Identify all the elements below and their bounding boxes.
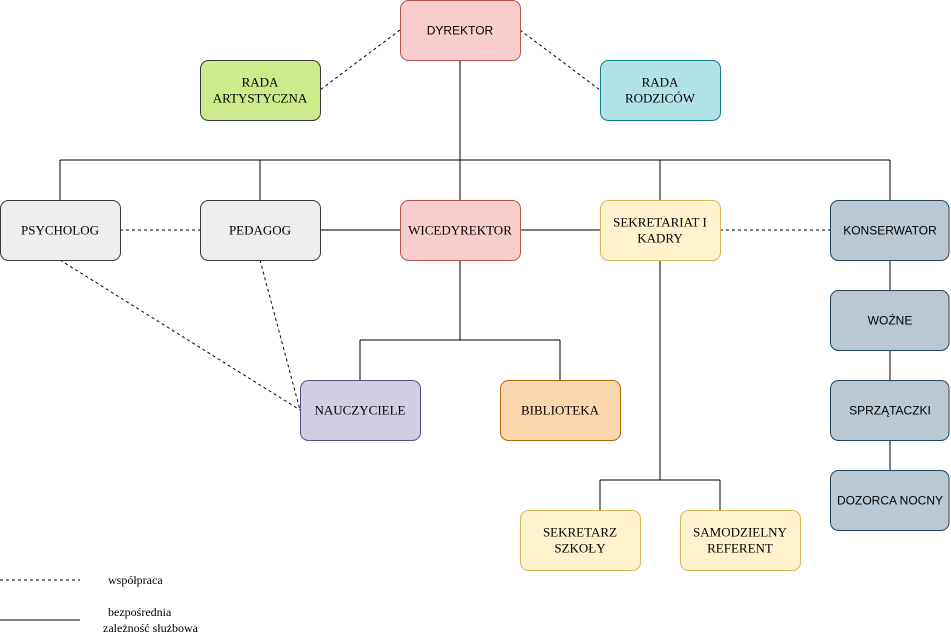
node-dyrektor[interactable]: DYREKTOR: [400, 0, 521, 61]
node-box: [830, 470, 950, 531]
node-box: [200, 60, 321, 121]
node-box: [830, 200, 950, 261]
node-label-line-2: RODZICÓW: [625, 91, 696, 106]
node-box: [200, 200, 321, 261]
node-label-line-2: REFERENT: [707, 541, 773, 556]
node-pedagog[interactable]: PEDAGOG: [200, 200, 321, 261]
edge-dyrektor-rada-rodz: [519, 29, 601, 91]
node-label-line-1: PSYCHOLOG: [21, 223, 99, 238]
edge-wicedyrektor-children: [359, 260, 561, 380]
node-box: [520, 510, 641, 571]
legend: współpraca bezpośrednia zależność służbo…: [0, 573, 199, 635]
node-label-line-2: SZKOŁY: [554, 541, 606, 556]
node-wozne[interactable]: WOŹNE: [830, 290, 950, 351]
edge-dyrektor-rada-art: [319, 29, 401, 91]
node-label-line-1: SEKRETARIAT I: [613, 215, 707, 230]
node-box: [600, 60, 721, 121]
node-label-line-1: SAMODZIELNY: [693, 525, 787, 540]
node-box: [400, 0, 521, 61]
node-label-line-1: DOZORCA NOCNY: [837, 494, 943, 508]
node-box: [600, 200, 721, 261]
node-box: [830, 290, 950, 351]
node-label-line-1: RADA: [242, 75, 279, 90]
edge-psycholog-nauczyciele: [59, 259, 301, 411]
node-dozorca-nocny[interactable]: DOZORCA NOCNY: [830, 470, 950, 531]
node-wicedyrektor[interactable]: WICEDYREKTOR: [400, 200, 521, 261]
edge-pedagog-nauczyciele: [259, 259, 301, 411]
node-psycholog[interactable]: PSYCHOLOG: [0, 200, 121, 261]
node-label-line-1: PEDAGOG: [229, 223, 291, 238]
node-label-line-1: SPRZĄTACZKI: [849, 404, 931, 418]
connectors: [59, 29, 891, 510]
node-label-line-1: DYREKTOR: [427, 24, 494, 38]
node-box: [830, 380, 950, 441]
node-sprzataczki[interactable]: SPRZĄTACZKI: [830, 380, 950, 441]
node-nauczyciele[interactable]: NAUCZYCIELE: [300, 380, 421, 441]
node-box: [0, 200, 121, 261]
legend-solid-label-line-2: zależność służbowa: [103, 621, 199, 635]
node-label-line-1: WOŹNE: [868, 313, 913, 328]
node-box: [500, 380, 621, 441]
node-label-line-1: RADA: [642, 75, 679, 90]
node-label-line-1: KONSERWATOR: [843, 224, 937, 238]
edge-sekretariat-children: [599, 260, 721, 510]
node-biblioteka[interactable]: BIBLIOTEKA: [500, 380, 621, 441]
legend-dashed-label: współpraca: [108, 573, 163, 587]
node-box: [300, 380, 421, 441]
legend-solid-label-line-1: bezpośrednia: [108, 605, 172, 619]
node-label-line-2: KADRY: [637, 231, 683, 246]
node-label-line-1: SEKRETARZ: [543, 525, 617, 540]
node-box: [400, 200, 521, 261]
node-konserwator[interactable]: KONSERWATOR: [830, 200, 950, 261]
node-label-line-1: NAUCZYCIELE: [315, 403, 406, 418]
node-box: [680, 510, 801, 571]
node-label-line-1: WICEDYREKTOR: [408, 223, 512, 238]
node-label-line-1: BIBLIOTEKA: [521, 403, 600, 418]
node-label-line-2: ARTYSTYCZNA: [213, 91, 308, 106]
